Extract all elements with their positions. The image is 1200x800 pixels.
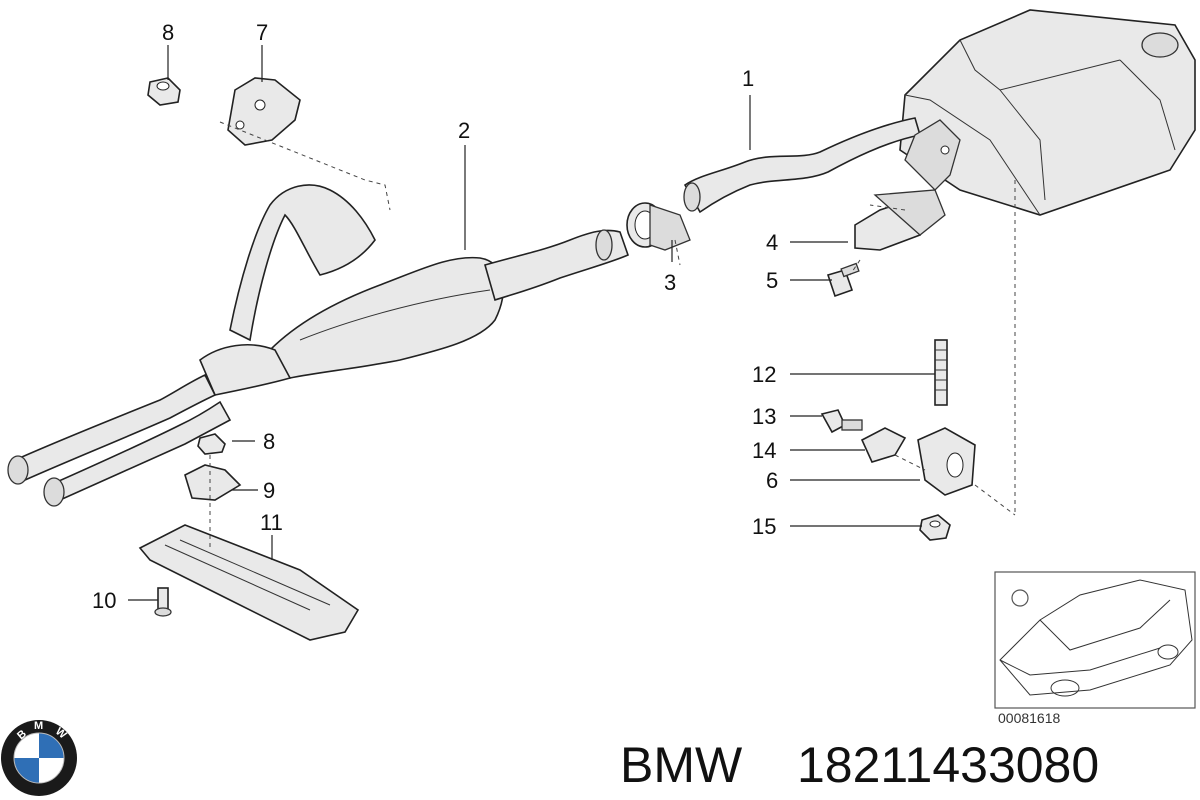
part-number: 18211433080: [797, 737, 1099, 793]
callout-1: 1: [742, 66, 754, 91]
callout-10: 10: [92, 588, 116, 613]
leader-lines: [128, 45, 935, 601]
callout-6: 6: [766, 468, 778, 493]
pipe-clamp: [626, 202, 691, 251]
callout-15: 15: [752, 514, 776, 539]
rubber-mount-6: [917, 427, 976, 496]
callout-7: 7: [256, 20, 268, 45]
assembly-path-right-3: [894, 454, 926, 471]
callout-3: 3: [664, 270, 676, 295]
callout-12: 12: [752, 362, 776, 387]
callout-11: 11: [260, 510, 283, 535]
muffler-hanger-bracket: [904, 119, 961, 191]
front-pipe-with-center-muffler: [7, 184, 629, 507]
holder-9: [184, 464, 242, 501]
callout-8-top: 8: [162, 20, 174, 45]
callout-4: 4: [766, 230, 778, 255]
logo-letter-m: M: [34, 720, 43, 732]
support-bracket-7: [227, 77, 301, 146]
callout-8-lower: 8: [263, 429, 275, 454]
nut-8-lower: [197, 433, 226, 455]
callout-14: 14: [752, 438, 776, 463]
bolt-13: [820, 409, 863, 434]
assembly-path-sleeve: [869, 204, 906, 211]
rear-muffler: [899, 9, 1196, 216]
vehicle-thumbnail: [994, 571, 1196, 709]
guard-plate-11: [138, 524, 360, 641]
assembly-path-bolt5: [849, 259, 861, 276]
bolt-10: [154, 587, 172, 617]
assembly-path-right-2: [974, 484, 1016, 516]
bmw-logo-icon: B M W: [1, 720, 77, 796]
callout-9: 9: [263, 478, 275, 503]
callout-5: 5: [766, 268, 778, 293]
heat-sleeve: [854, 189, 946, 251]
plate-14: [860, 427, 907, 463]
brand-label: BMW: [620, 737, 743, 793]
nut-8-top: [147, 77, 181, 106]
marker-circle-icon: [1011, 589, 1029, 607]
nut-15: [919, 514, 951, 541]
stud-12: [934, 339, 948, 406]
callout-2: 2: [458, 118, 470, 143]
callout-13: 13: [752, 404, 776, 429]
bolt-5: [826, 262, 860, 298]
reference-code: 00081618: [998, 710, 1061, 726]
